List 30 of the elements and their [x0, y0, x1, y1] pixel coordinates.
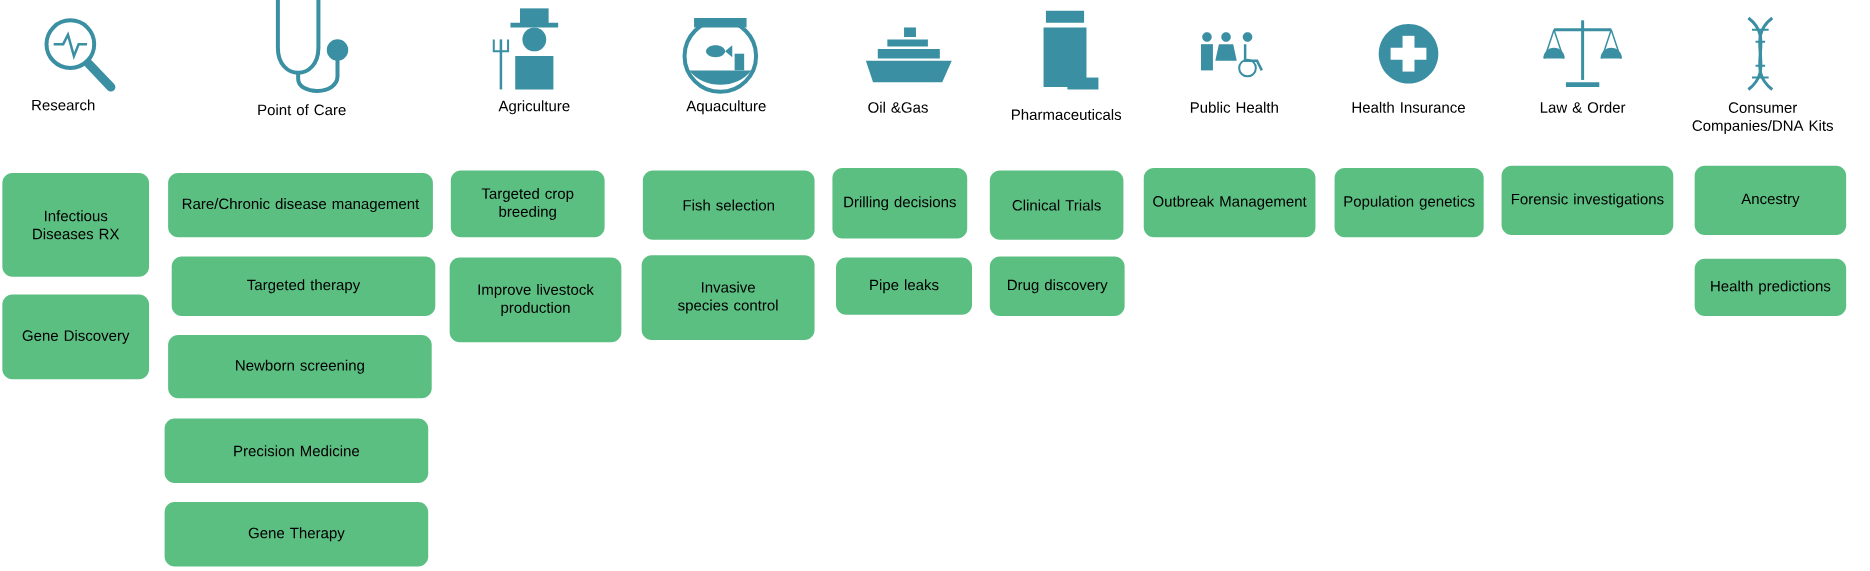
process-box: Outbreak Management [1143, 168, 1316, 238]
category-label: Public Health [1190, 101, 1278, 113]
process-box: Newborn screening [168, 335, 432, 399]
category-label: Consumer Companies/DNA Kits [1692, 102, 1833, 134]
process-box: Ancestry [1694, 165, 1847, 235]
category-label: Oil &Gas [868, 101, 928, 113]
process-box: Invasive species control [641, 255, 815, 340]
process-box: Health predictions [1694, 258, 1847, 316]
process-box: Targeted therapy [171, 256, 436, 316]
category-label: Agriculture [498, 100, 570, 115]
process-box: Population genetics [1334, 168, 1484, 238]
process-box: Drilling decisions [832, 168, 968, 239]
process-box: Pipe leaks [836, 257, 972, 315]
process-box: Improve livestock production [449, 257, 622, 343]
process-box: Forensic investigations [1501, 165, 1674, 235]
category-label: Aquaculture [686, 100, 766, 115]
process-box: Rare/Chronic disease management [168, 172, 433, 238]
process-box: Infectious Diseases RX [2, 172, 150, 277]
process-box: Gene Discovery [2, 294, 150, 380]
process-box: Fish selection [642, 170, 815, 240]
process-box: Precision Medicine [164, 418, 429, 483]
process-box: Targeted crop breeding [450, 170, 605, 238]
process-box: Clinical Trials [989, 170, 1124, 240]
category-label: Law & Order [1540, 101, 1626, 113]
category-label: Research [32, 99, 95, 111]
category-label: Point of Care [258, 104, 346, 116]
process-box: Drug discovery [989, 256, 1125, 316]
category-label: Pharmaceuticals [1012, 109, 1122, 120]
process-box: Gene Therapy [164, 502, 429, 567]
category-label: Health Insurance [1352, 101, 1465, 113]
